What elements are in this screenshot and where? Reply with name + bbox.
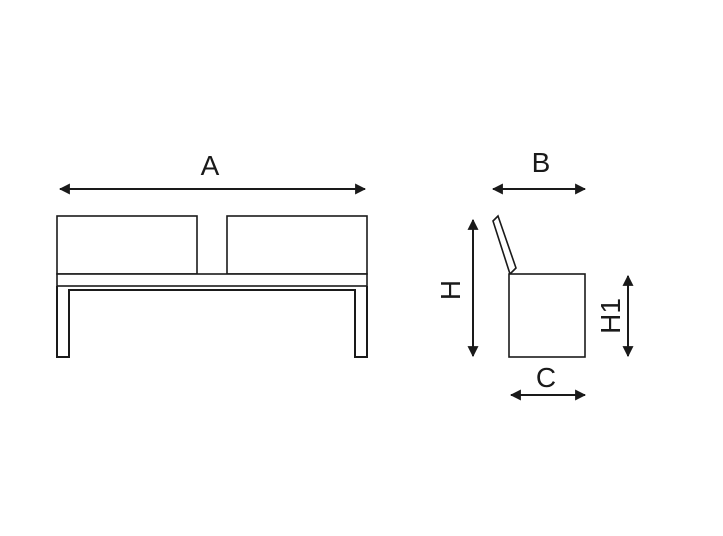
bench-frame-legs bbox=[56, 286, 368, 358]
seat-plank bbox=[56, 273, 368, 287]
right-backrest-cushion bbox=[226, 215, 368, 275]
side-backrest bbox=[492, 214, 517, 276]
side-seat-block bbox=[508, 273, 586, 358]
seat-depth-dimension-label: C bbox=[536, 362, 556, 393]
front-view: A bbox=[56, 150, 368, 358]
side-view: B H H1 C bbox=[435, 147, 634, 401]
depth-dimension-label: B bbox=[532, 147, 551, 178]
height-dimension-label: H bbox=[435, 280, 466, 300]
left-backrest-cushion bbox=[56, 215, 198, 275]
seat-height-dimension-label: H1 bbox=[595, 298, 626, 334]
width-dimension-label: A bbox=[201, 150, 220, 181]
